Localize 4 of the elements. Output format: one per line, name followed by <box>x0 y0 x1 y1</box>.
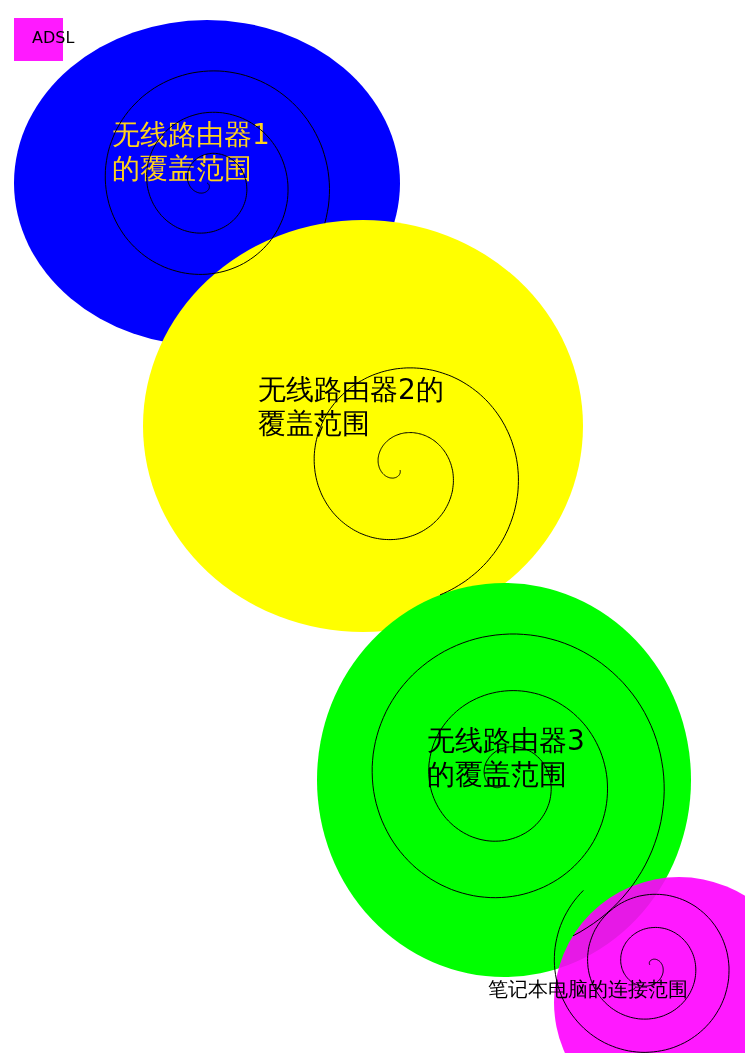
spiral-line <box>371 633 665 937</box>
spiral-line <box>104 70 330 275</box>
range-label: 无线路由器2的覆盖范围 <box>258 373 445 441</box>
spiral-line <box>313 367 519 596</box>
